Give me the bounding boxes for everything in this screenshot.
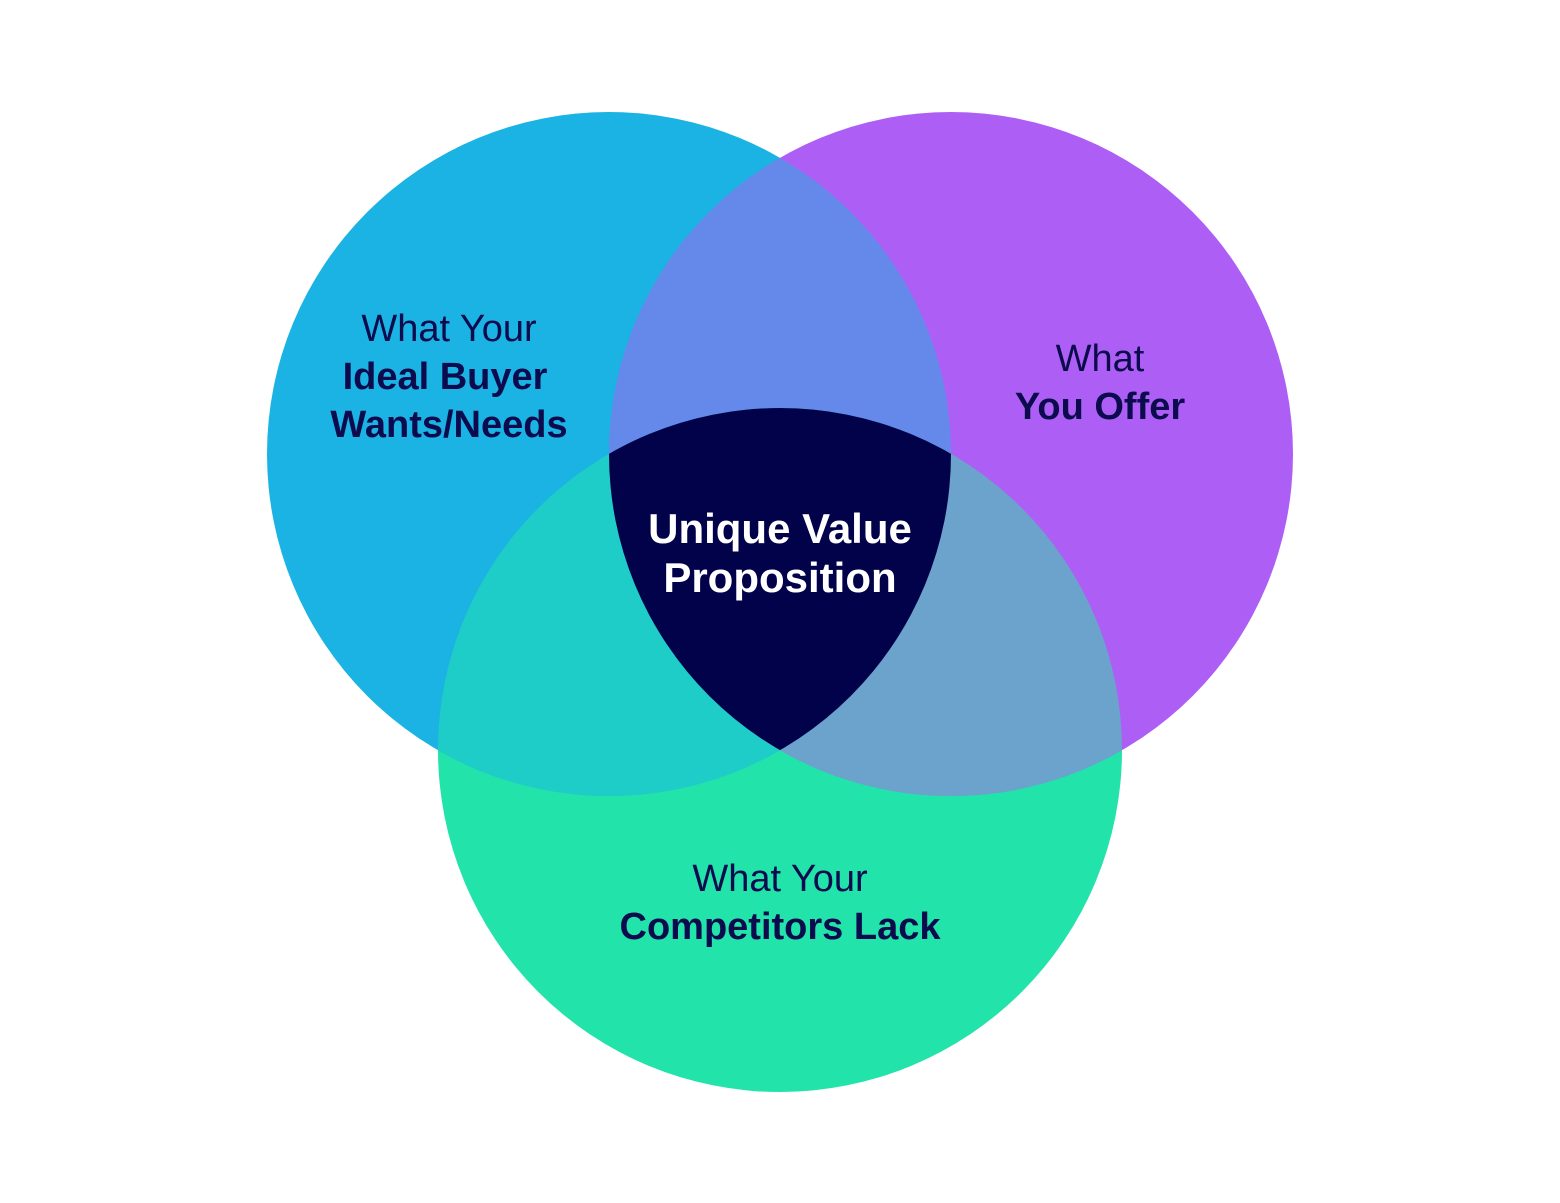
competitors-label-line1: What Your [692,858,868,900]
buyer-label-line2: Ideal Buyer [343,356,548,398]
center-label-line1: Unique Value [648,505,912,552]
buyer-label-line1: What Your [361,308,537,350]
offer-label-line2: You Offer [1015,386,1186,428]
buyer-label-line3: Wants/Needs [330,404,567,446]
center-overlap [609,408,951,796]
center-label-line2: Proposition [663,554,896,601]
offer-label-line1: What [1056,338,1145,380]
competitors-label-line2: Competitors Lack [620,906,942,948]
